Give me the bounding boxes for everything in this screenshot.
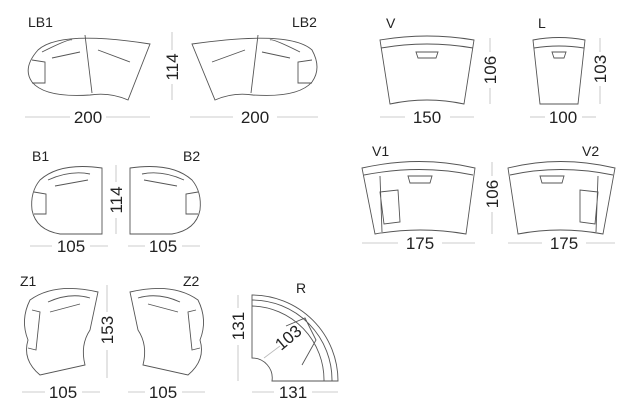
module-label: B2 xyxy=(183,148,200,164)
module-label: R xyxy=(296,280,306,296)
depth-dimension: 114 xyxy=(107,186,126,213)
module-r: R 103 131 131 xyxy=(229,280,339,402)
sofa-outline xyxy=(532,37,586,105)
width-dimension: 105 xyxy=(149,237,177,256)
module-label: V xyxy=(386,15,396,31)
sofa-outline xyxy=(379,35,475,105)
module-v2: V2 175 106 xyxy=(483,143,616,253)
sofa-detail xyxy=(211,34,313,94)
dimension-line xyxy=(263,345,281,359)
width-dimension: 131 xyxy=(279,383,307,402)
sofa-outline xyxy=(507,161,616,235)
sofa-detail xyxy=(141,172,199,215)
sofa-outline xyxy=(31,166,103,235)
depth-dimension: 106 xyxy=(483,180,502,208)
depth-dimension: 106 xyxy=(481,56,500,84)
sofa-detail xyxy=(31,34,131,94)
width-dimension: 100 xyxy=(549,108,577,127)
depth-dimension: 153 xyxy=(98,316,117,344)
module-label: LB1 xyxy=(28,14,53,30)
sofa-detail xyxy=(33,172,91,215)
module-label: Z2 xyxy=(183,273,200,289)
sofa-outline xyxy=(27,37,151,101)
sofa-outline xyxy=(251,294,339,382)
module-label: V2 xyxy=(582,143,599,159)
sofa-outline xyxy=(24,287,99,376)
sofa-outline xyxy=(129,166,201,235)
depth-dimension: 103 xyxy=(591,55,610,83)
sofa-detail xyxy=(363,169,474,233)
sofa-detail xyxy=(380,43,474,59)
sofa-detail xyxy=(137,295,201,351)
module-lb2: LB2 200 xyxy=(190,14,318,127)
sofa-detail xyxy=(27,295,91,351)
module-label: L xyxy=(538,15,546,31)
depth-dimension: 114 xyxy=(163,53,182,80)
sofa-detail xyxy=(533,45,585,59)
module-z2: Z2 105 153 xyxy=(98,273,205,402)
module-label: V1 xyxy=(372,143,389,159)
sofa-outline xyxy=(129,287,204,376)
sofa-outline xyxy=(361,161,476,235)
width-dimension: 175 xyxy=(550,234,578,253)
sofa-detail xyxy=(251,299,333,382)
width-dimension: 200 xyxy=(241,108,269,127)
module-lb1: LB1 200 114 xyxy=(25,14,182,127)
module-label: LB2 xyxy=(292,14,317,30)
module-b2: B2 105 114 xyxy=(107,148,201,256)
module-label: Z1 xyxy=(20,273,37,289)
sofa-outline xyxy=(191,37,318,101)
width-dimension: 105 xyxy=(57,237,85,256)
module-z1: Z1 105 xyxy=(20,273,100,402)
module-l: L 100 103 xyxy=(530,15,610,127)
depth-dimension: 131 xyxy=(229,312,248,340)
width-dimension: 175 xyxy=(406,234,434,253)
width-dimension: 105 xyxy=(149,383,177,402)
module-v1: V1 175 xyxy=(361,143,476,253)
module-label: B1 xyxy=(32,148,49,164)
width-dimension: 105 xyxy=(49,383,77,402)
width-dimension: 200 xyxy=(74,108,102,127)
module-b1: B1 105 xyxy=(30,148,108,256)
width-dimension: 150 xyxy=(413,108,441,127)
sofa-detail xyxy=(509,169,614,233)
module-v: V 150 106 xyxy=(379,15,500,127)
